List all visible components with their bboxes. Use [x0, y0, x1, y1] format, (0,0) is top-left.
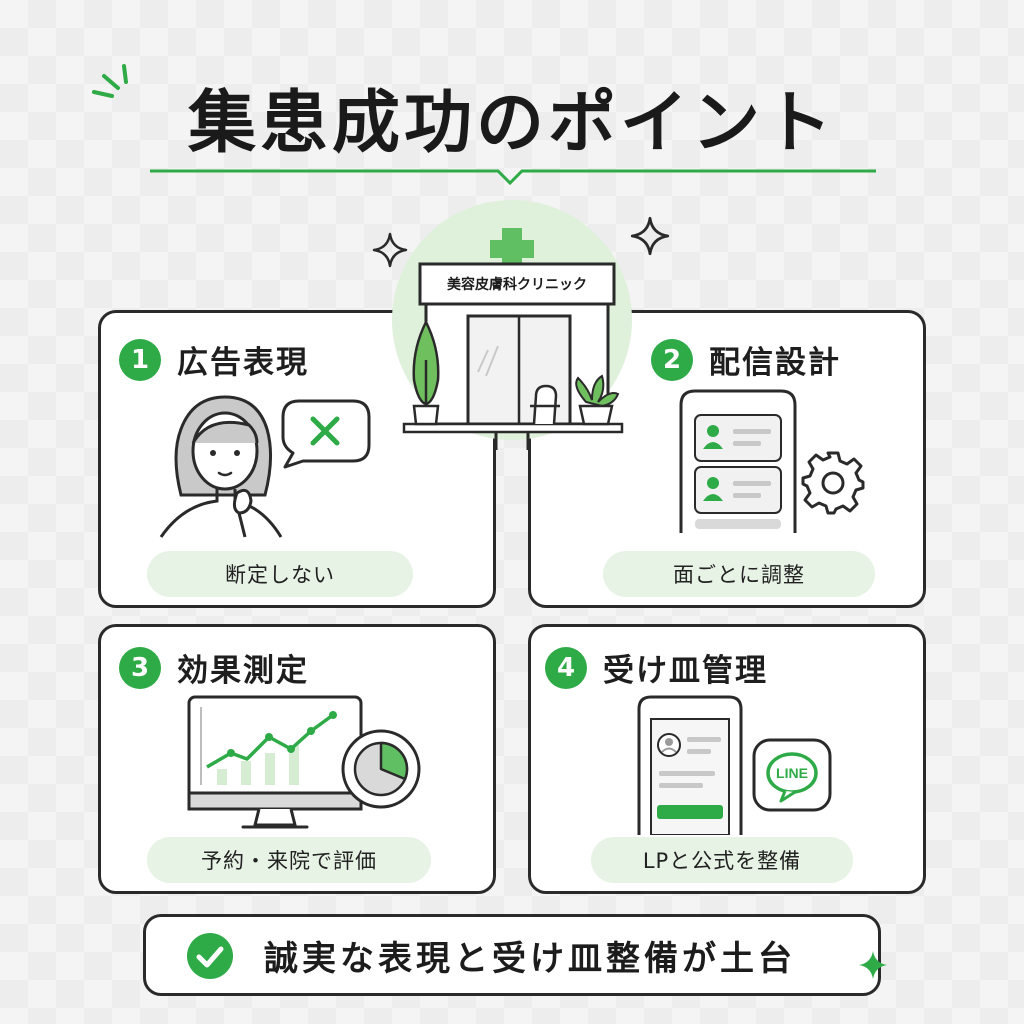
sparkle-icon	[372, 232, 408, 268]
caption-pill: 面ごとに調整	[603, 551, 875, 597]
title-underline	[150, 169, 876, 186]
number-badge: 3	[119, 646, 161, 689]
card-title: 受け皿管理	[603, 653, 768, 689]
card-header: 4 受け皿管理	[545, 645, 768, 690]
smartphone-icon	[679, 389, 797, 533]
clinic-sign: 美容皮膚科クリニック	[447, 277, 587, 293]
line-logo-text: LINE	[776, 765, 808, 781]
caption-pill: LPと公式を整備	[591, 837, 853, 883]
card-effect-measurement: 3 効果測定 予約・来院で評価	[98, 624, 496, 894]
sparkle-icon	[859, 951, 887, 979]
card-header: 3 効果測定	[119, 645, 309, 690]
pie-chart-icon	[341, 729, 421, 809]
page-title: 集患成功のポイント	[187, 83, 836, 163]
line-app-icon: LINE	[752, 738, 832, 812]
monitor-chart-icon	[187, 695, 363, 829]
card-title: 広告表現	[177, 345, 309, 381]
smartphone-icon	[637, 695, 743, 835]
number-badge: 4	[545, 646, 587, 689]
sparkle-icon	[630, 216, 670, 256]
number-badge: 1	[119, 338, 161, 381]
caption-pill: 予約・来院で評価	[147, 837, 431, 883]
banner-text: 誠実な表現と受け皿整備が土台	[264, 938, 796, 979]
clinic-illustration: 美容皮膚科クリニック	[380, 200, 644, 450]
summary-banner: 誠実な表現と受け皿整備が土台	[143, 914, 881, 996]
card-title: 配信設計	[709, 345, 841, 381]
card-header: 2 配信設計	[651, 337, 841, 382]
cross-mark-icon	[281, 399, 371, 469]
woman-thinking-icon	[159, 395, 283, 538]
number-badge: 2	[651, 338, 693, 381]
check-circle-icon	[187, 933, 233, 979]
clinic-building-icon	[392, 200, 632, 450]
caption-pill: 断定しない	[147, 551, 413, 597]
spark-lines-icon	[92, 64, 128, 98]
gear-icon	[801, 451, 865, 515]
card-header: 1 広告表現	[119, 337, 309, 382]
card-ad-expression: 1 広告表現 断定しない	[98, 310, 496, 608]
card-title: 効果測定	[177, 653, 309, 689]
card-reception-management: 4 受け皿管理 LINE LPと公式を整備	[528, 624, 926, 894]
